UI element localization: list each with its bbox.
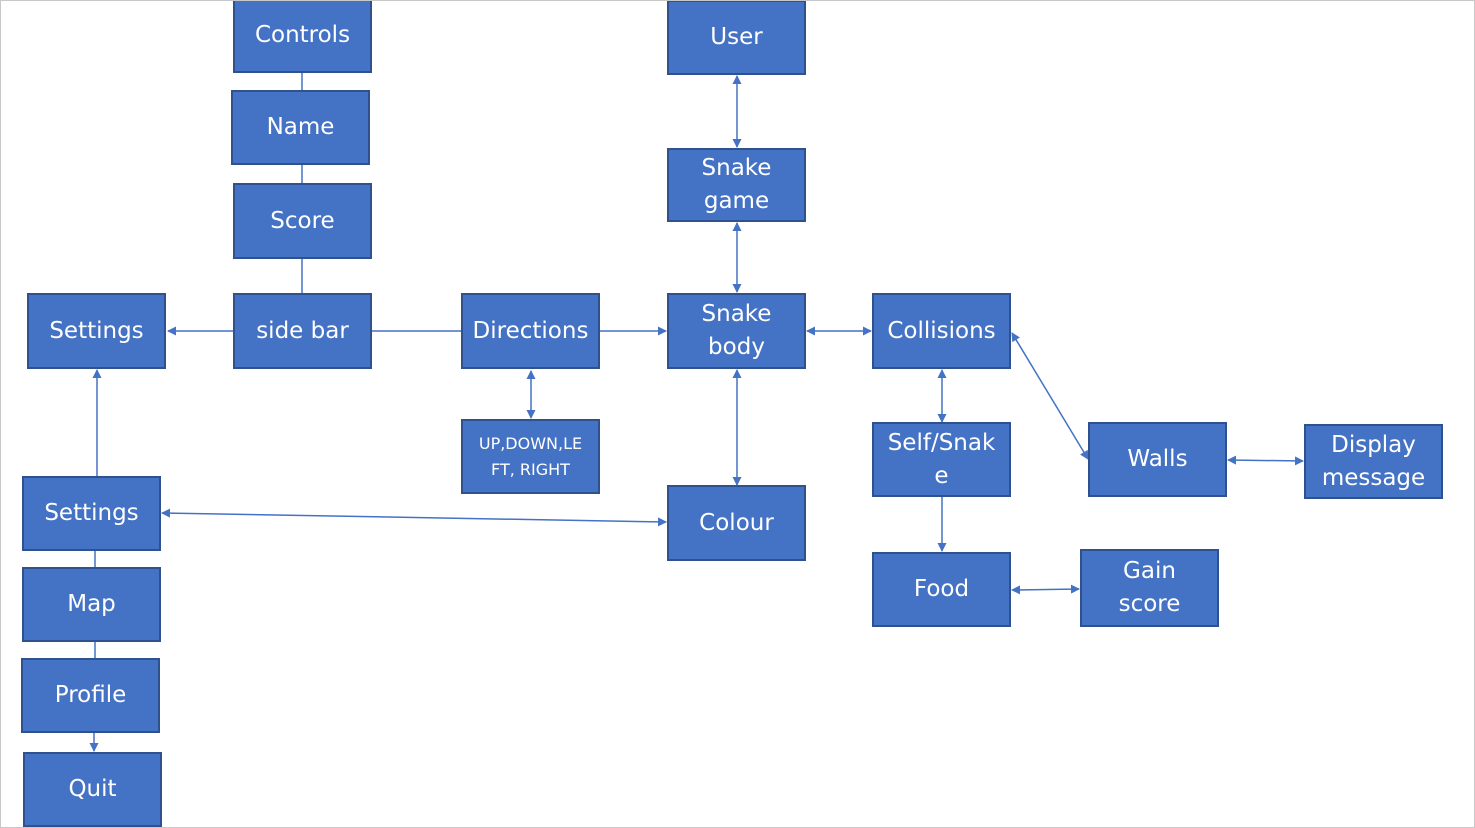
node-snake-game: Snake game: [667, 148, 806, 222]
connector-walls-display: [1227, 455, 1304, 466]
connector-food-gainscore: [1011, 584, 1080, 595]
node-settings-top: Settings: [27, 293, 166, 369]
node-side-bar: side bar: [233, 293, 372, 369]
node-user: User: [667, 0, 806, 75]
node-colour: Colour: [667, 485, 806, 561]
node-directions: Directions: [461, 293, 600, 369]
node-collisions: Collisions: [872, 293, 1011, 369]
node-walls: Walls: [1088, 422, 1227, 497]
node-food: Food: [872, 552, 1011, 627]
node-settings-bottom: Settings: [22, 476, 161, 551]
node-profile: Profile: [21, 658, 160, 733]
node-quit: Quit: [23, 752, 162, 827]
connector-collisions-walls: [1011, 332, 1089, 460]
node-map: Map: [22, 567, 161, 642]
node-up-down-left-right: UP,DOWN,LE FT, RIGHT: [461, 419, 600, 494]
node-gain-score: Gain score: [1080, 549, 1219, 627]
node-name: Name: [231, 90, 370, 165]
connector-settings-colour: [161, 508, 667, 527]
node-snake-body: Snake body: [667, 293, 806, 369]
node-self-snake: Self/Snak e: [872, 422, 1011, 497]
node-display-message: Display message: [1304, 424, 1443, 499]
node-controls: Controls: [233, 0, 372, 73]
node-score: Score: [233, 183, 372, 259]
